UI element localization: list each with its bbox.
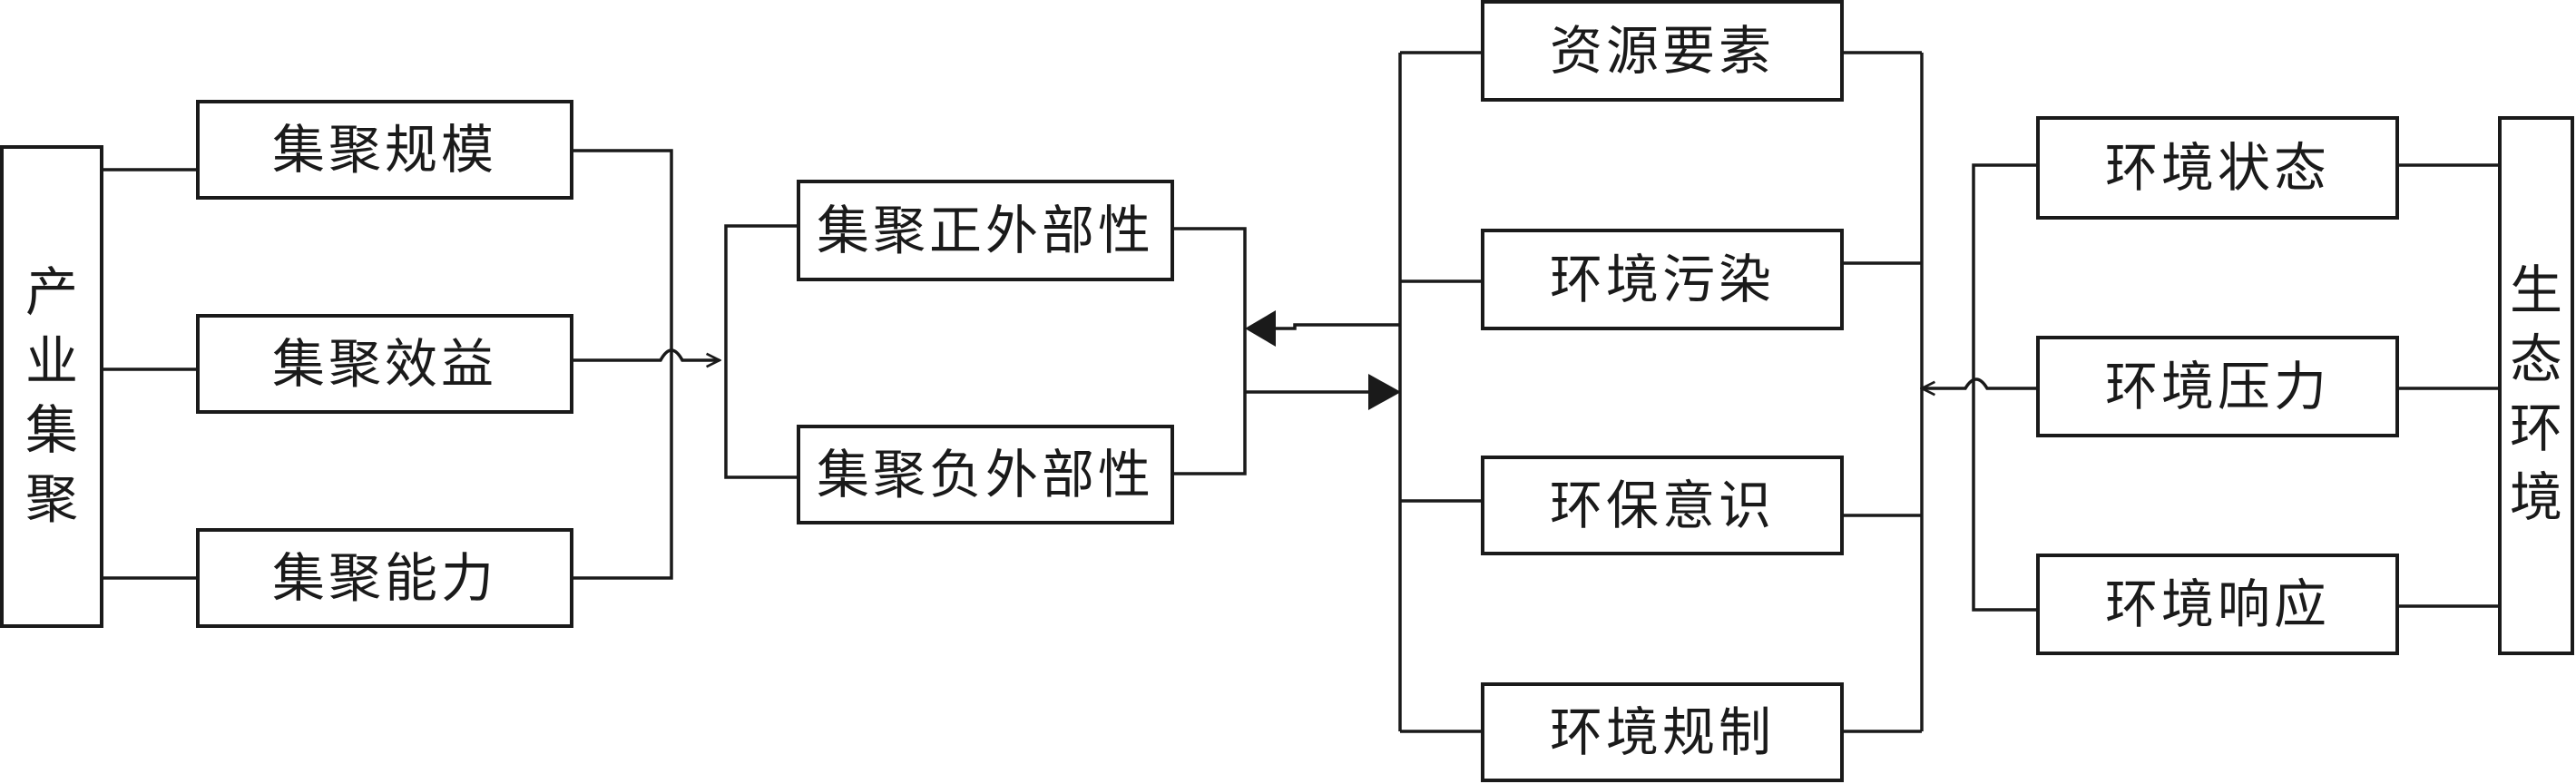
negative-externality-box: 集聚负外部性 [797, 425, 1174, 524]
cluster-benefit-box: 集聚效益 [196, 314, 573, 414]
environment-state-box: 环境状态 [2036, 116, 2399, 220]
environmental-regulation-box: 环境规制 [1481, 682, 1844, 782]
environment-pressure-label: 环境压力 [2105, 356, 2330, 417]
industry-cluster-char: 产 [25, 261, 78, 323]
arrow-to-externalities [1245, 310, 1276, 347]
ecological-environment-char: 生 [2510, 260, 2562, 321]
positive-externality-box: 集聚正外部性 [797, 180, 1174, 281]
cluster-capacity-box: 集聚能力 [196, 528, 573, 628]
cluster-scale-label: 集聚规模 [272, 119, 497, 181]
ecological-environment-char: 境 [2510, 466, 2562, 528]
environment-response-label: 环境响应 [2105, 573, 2330, 635]
resource-factor-box: 资源要素 [1481, 0, 1844, 102]
environmental-pollution-box: 环境污染 [1481, 229, 1844, 330]
cluster-capacity-label: 集聚能力 [272, 547, 497, 609]
resource-factor-label: 资源要素 [1550, 20, 1775, 82]
environmental-regulation-label: 环境规制 [1550, 701, 1775, 763]
cluster-scale-box: 集聚规模 [196, 100, 573, 200]
ecological-environment-box: 生 态 环 境 [2498, 116, 2574, 655]
industry-cluster-char: 集 [25, 399, 78, 461]
positive-externality-label: 集聚正外部性 [817, 200, 1154, 261]
ecological-environment-char: 环 [2510, 397, 2562, 459]
environmental-pollution-label: 环境污染 [1550, 249, 1775, 310]
environmental-awareness-box: 环保意识 [1481, 456, 1844, 555]
environment-response-box: 环境响应 [2036, 554, 2399, 655]
industry-cluster-char: 聚 [25, 468, 78, 530]
cluster-benefit-label: 集聚效益 [272, 333, 497, 395]
industry-cluster-char: 业 [25, 330, 78, 392]
negative-externality-label: 集聚负外部性 [817, 444, 1154, 505]
arrow-to-middle-column [1368, 374, 1401, 410]
ecological-environment-char: 态 [2510, 328, 2562, 390]
environment-pressure-box: 环境压力 [2036, 336, 2399, 437]
environmental-awareness-label: 环保意识 [1550, 475, 1775, 536]
industry-cluster-box: 产 业 集 聚 [0, 145, 103, 628]
connector-lines [102, 51, 2500, 733]
environment-state-label: 环境状态 [2105, 137, 2330, 199]
